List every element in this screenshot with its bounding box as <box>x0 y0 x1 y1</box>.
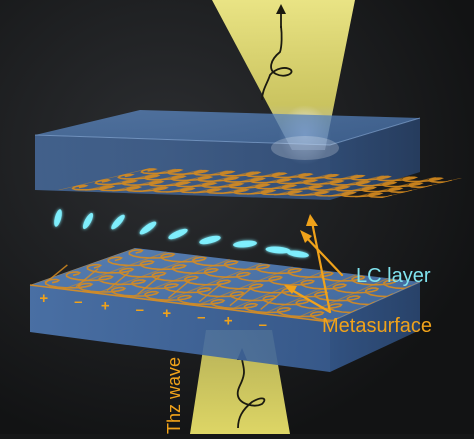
metasurface-bus <box>96 255 199 294</box>
polarization-wave-lower <box>236 357 266 429</box>
lc-molecule <box>139 221 157 235</box>
metasurface-bus <box>229 270 326 311</box>
lc-molecules <box>54 209 309 258</box>
lc-layer-label: LC layer <box>356 265 431 287</box>
electrode-bus <box>29 284 331 323</box>
metasurface-bus <box>163 262 262 302</box>
metasurface-bus <box>84 168 177 192</box>
metasurface-row <box>71 184 393 198</box>
metasurface-label: Metasurface <box>322 315 432 337</box>
metasurface-row <box>65 271 358 314</box>
metasurface-upper <box>58 168 462 198</box>
metasurface-bus <box>30 248 136 286</box>
polarity-sign: + <box>101 297 110 314</box>
lc-molecule <box>168 228 188 240</box>
metasurface-row <box>128 248 412 290</box>
electrode-finger <box>260 290 284 310</box>
polarity-sign: + <box>224 313 233 330</box>
metasurface-bus <box>219 172 307 195</box>
electrode-finger <box>106 271 130 292</box>
polarization-arrowhead-upper <box>276 4 286 14</box>
electrode-finger <box>198 283 222 303</box>
electrode-finger <box>167 279 191 299</box>
electrode-finger <box>137 275 161 295</box>
metasurface-row <box>117 173 433 189</box>
metasurface-row <box>140 168 453 184</box>
electrode-finger <box>229 287 253 307</box>
metasurface-bus <box>129 258 231 298</box>
metasurface-bus <box>273 174 359 196</box>
metasurface-bus <box>263 273 357 315</box>
polarity-sign: – <box>197 309 205 326</box>
metasurface-bus <box>246 173 333 196</box>
metasurface-bus <box>138 169 229 193</box>
lc-molecule <box>265 246 291 254</box>
metasurface-bus <box>165 170 255 194</box>
polarity-sign: – <box>259 316 267 333</box>
metasurface-bus <box>111 169 203 192</box>
lc-molecule <box>82 212 94 230</box>
lc-molecule <box>111 214 125 230</box>
metasurface-bus <box>300 174 385 197</box>
metasurface-row <box>44 278 340 322</box>
metasurface-bus <box>327 175 411 198</box>
polarity-sign: – <box>136 301 144 318</box>
lc-molecule <box>199 235 221 245</box>
metasurface-row <box>107 256 394 298</box>
metasurface-bus <box>196 266 294 307</box>
metasurface-row <box>86 263 376 306</box>
polarization-wave-upper <box>261 25 293 101</box>
thz-wave-label: Thz wave <box>164 357 184 434</box>
polarity-sign: + <box>162 305 171 322</box>
metasurface-bus <box>192 171 281 194</box>
lc-molecule <box>233 240 257 248</box>
lc-molecule <box>54 209 62 227</box>
annotation-arrow <box>284 214 344 314</box>
lc-molecule <box>287 250 309 258</box>
electrode-finger <box>75 268 99 288</box>
electrode-comb: + – + – + – + – <box>29 264 331 333</box>
metasurface-bus <box>354 176 437 198</box>
metasurface-row <box>94 178 413 194</box>
electrode-finger <box>44 264 68 284</box>
metasurface-bus <box>296 277 389 319</box>
polarity-sign: + <box>39 290 48 307</box>
polarity-sign: – <box>74 294 82 311</box>
